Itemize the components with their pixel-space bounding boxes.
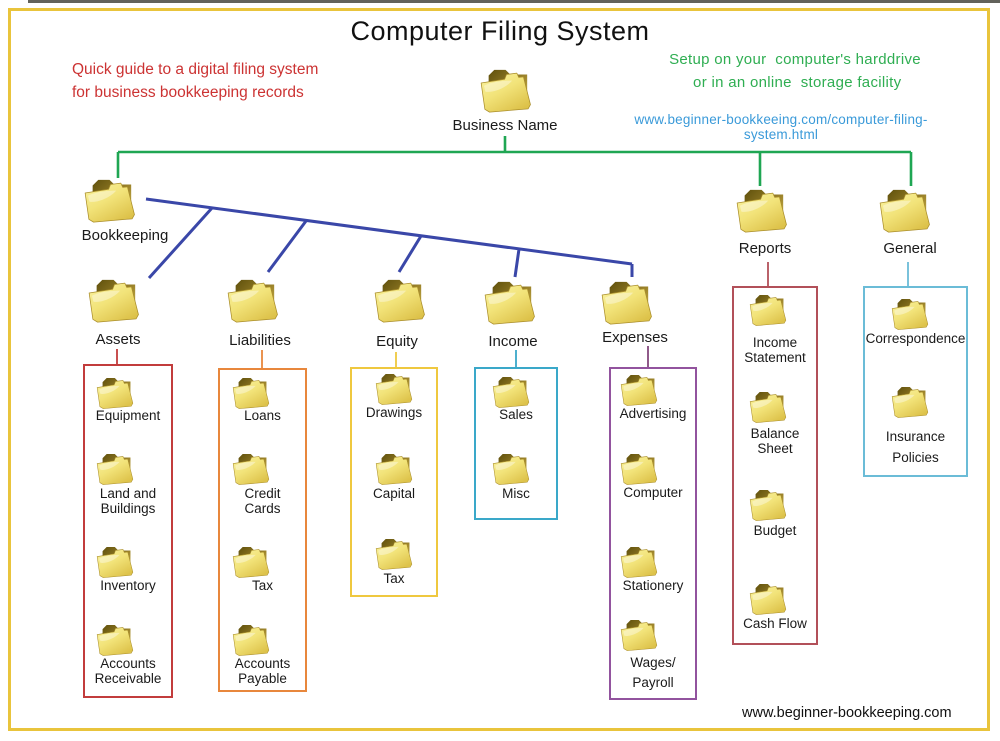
group-box-income bbox=[474, 367, 558, 520]
subfolder-label: Balance Sheet bbox=[750, 426, 800, 456]
group-box-expenses bbox=[609, 367, 697, 700]
folder-icon bbox=[746, 488, 791, 522]
folder-icon bbox=[83, 277, 146, 324]
folder-icon bbox=[93, 545, 138, 579]
folder-label: Reports bbox=[738, 240, 792, 257]
folder-icon bbox=[746, 582, 791, 616]
folder-icon bbox=[229, 452, 274, 486]
subfolder-label: Inventory bbox=[100, 578, 156, 593]
folder-label: Equity bbox=[376, 333, 418, 350]
folder-icon bbox=[617, 618, 662, 652]
note-right: Setup on your computer's harddrive or in… bbox=[669, 51, 921, 91]
group-box-reports bbox=[732, 286, 818, 645]
subfolder-label: Tax bbox=[251, 578, 273, 593]
folder-icon bbox=[731, 187, 794, 234]
folder-icon bbox=[617, 373, 662, 407]
subfolder-label: Income Statement bbox=[744, 335, 806, 365]
subfolder-label: Sales bbox=[499, 407, 533, 422]
folder-label: Bookkeeping bbox=[81, 227, 169, 244]
folder-icon bbox=[617, 452, 662, 486]
folder-icon bbox=[475, 67, 538, 114]
folder-icon bbox=[93, 623, 138, 657]
folder-icon bbox=[229, 623, 274, 657]
subfolder-label: Cash Flow bbox=[743, 616, 807, 631]
note-left: Quick guide to a digital filing system f… bbox=[72, 61, 319, 101]
subfolder-label: Misc bbox=[502, 486, 530, 501]
subfolder-label: Tax bbox=[383, 571, 405, 586]
page-title: Computer Filing System bbox=[350, 16, 650, 46]
subfolder-label: Credit Cards bbox=[244, 486, 281, 516]
folder-icon bbox=[596, 279, 659, 326]
group-box-liabilities bbox=[218, 368, 307, 692]
folder-icon bbox=[229, 545, 274, 579]
subfolder-label: Computer bbox=[623, 485, 683, 500]
folder-icon bbox=[369, 277, 432, 324]
folder-icon bbox=[372, 452, 417, 486]
group-box-assets bbox=[83, 364, 173, 698]
outer-border bbox=[8, 8, 990, 731]
folder-icon bbox=[229, 376, 274, 410]
folder-icon bbox=[617, 545, 662, 579]
folder-label: Business Name bbox=[452, 117, 558, 134]
folder-icon bbox=[874, 187, 937, 234]
folder-icon bbox=[222, 277, 285, 324]
subfolder-label: Insurance Policies bbox=[885, 429, 946, 465]
folder-label: General bbox=[883, 240, 937, 257]
subfolder-label: Loans bbox=[244, 408, 281, 423]
folder-icon bbox=[372, 537, 417, 571]
folder-icon bbox=[93, 376, 138, 410]
folder-label: Liabilities bbox=[229, 332, 291, 349]
subfolder-label: Accounts Payable bbox=[234, 656, 291, 686]
subfolder-label: Stationery bbox=[622, 578, 684, 593]
top-url-link[interactable]: www.beginner-bookkeeing.com/computer-fil… bbox=[634, 112, 928, 142]
subfolder-label: Accounts Receivable bbox=[94, 656, 162, 686]
subfolder-label: Wages/ Payroll bbox=[630, 655, 676, 690]
subfolder-label: Correspondence bbox=[865, 331, 966, 346]
folder-icon bbox=[79, 177, 142, 224]
folder-icon bbox=[489, 452, 534, 486]
folder-icon bbox=[746, 293, 791, 327]
folder-label: Assets bbox=[95, 331, 141, 348]
folder-label: Income bbox=[488, 333, 538, 350]
folder-icon bbox=[93, 452, 138, 486]
group-box-general bbox=[863, 286, 968, 477]
subfolder-label: Advertising bbox=[619, 406, 687, 421]
folder-icon bbox=[888, 297, 933, 331]
folder-icon bbox=[479, 279, 542, 326]
footer-url: www.beginner-bookkeeping.com bbox=[742, 705, 952, 721]
folder-icon bbox=[372, 372, 417, 406]
subfolder-label: Drawings bbox=[365, 405, 423, 420]
folder-icon bbox=[888, 385, 933, 419]
subfolder-label: Land and Buildings bbox=[99, 486, 157, 516]
top-edge-strip bbox=[28, 0, 1000, 3]
group-box-equity bbox=[350, 367, 438, 597]
folder-label: Expenses bbox=[602, 329, 668, 346]
subfolder-label: Capital bbox=[372, 486, 416, 501]
subfolder-label: Budget bbox=[753, 523, 797, 538]
subfolder-label: Equipment bbox=[95, 408, 161, 423]
folder-icon bbox=[746, 390, 791, 424]
folder-icon bbox=[489, 375, 534, 409]
